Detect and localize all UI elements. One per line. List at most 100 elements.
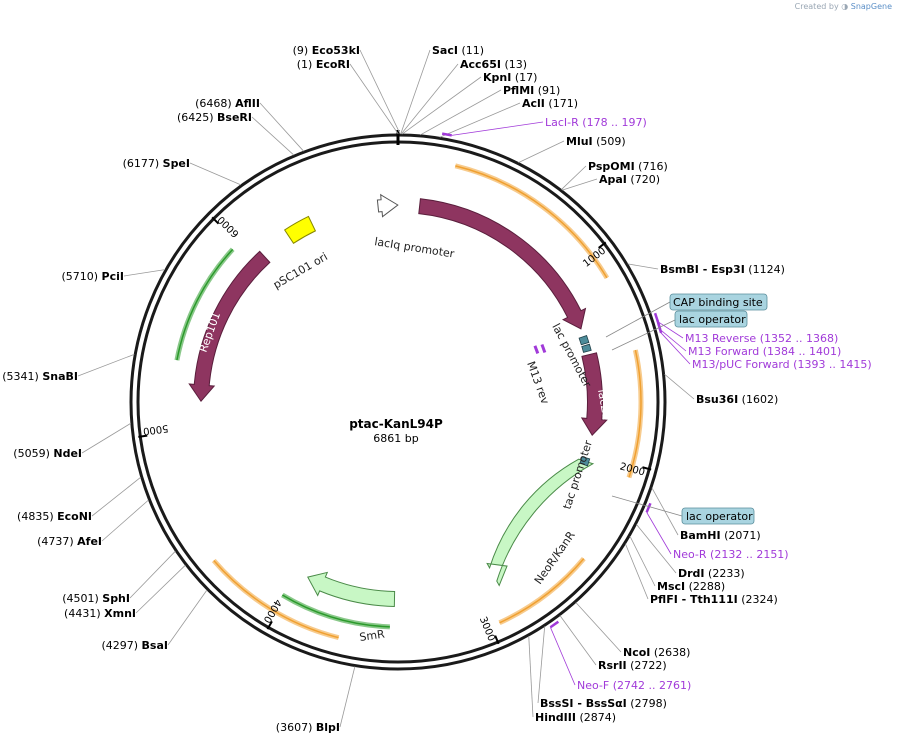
- enzyme-label: Bsu36I (1602): [696, 393, 778, 406]
- enzyme-label: HindIII (2874): [535, 711, 616, 724]
- credit-prefix: Created by: [794, 2, 839, 11]
- enzyme-ncoi[interactable]: NcoI (2638): [575, 602, 691, 659]
- tick-2000: [642, 466, 652, 471]
- enzyme-acli[interactable]: AclI (171): [439, 97, 578, 138]
- feature-smr[interactable]: [307, 571, 396, 607]
- primer-laci-r[interactable]: LacI-R (178 .. 197): [441, 116, 647, 137]
- enzyme-aflii[interactable]: (6468) AflII: [195, 97, 304, 152]
- primer-label: M13 Forward (1384 .. 1401): [688, 345, 841, 358]
- plasmid-length: 6861 bp: [373, 432, 418, 445]
- primer-leader: [657, 321, 684, 339]
- feature-psc101-ori[interactable]: [283, 215, 317, 245]
- enzyme-pos: (4431): [64, 607, 104, 620]
- enzyme-ecori[interactable]: (1) EcoRI: [297, 58, 399, 135]
- enzyme-label: PspOMI (716): [588, 160, 668, 173]
- enzyme-pos: (4835): [17, 510, 57, 523]
- enzyme-msci[interactable]: MscI (2288): [629, 536, 725, 593]
- enzyme-rsrii[interactable]: RsrII (2722): [559, 615, 667, 672]
- enzyme-pos: (6425): [177, 111, 217, 124]
- enzyme-bsu36i[interactable]: Bsu36I (1602): [664, 373, 779, 406]
- enzyme-pos: (2324): [738, 593, 778, 606]
- primer-neo-r[interactable]: Neo-R (2132 .. 2151): [645, 502, 789, 561]
- enzyme-bsmbi[interactable]: BsmBI - Esp3I (1124): [627, 263, 785, 276]
- orf-bsai-line: [213, 559, 339, 639]
- enzyme-pflmi[interactable]: PflMI (91): [420, 84, 560, 136]
- backbone-outer: [129, 133, 667, 671]
- enzyme-pos: (6177): [123, 157, 163, 170]
- enzyme-pos: (5059): [13, 447, 53, 460]
- enzyme-leader: [439, 102, 521, 138]
- enzyme-name: AfeI: [77, 535, 102, 548]
- enzyme-name: HindIII: [535, 711, 576, 724]
- lac-operator-box-2[interactable]: lac operator: [611, 495, 755, 525]
- enzyme-snabi[interactable]: (5341) SnaBI: [2, 353, 135, 383]
- feature-neor-kanr[interactable]: [486, 458, 595, 587]
- enzyme-name: MluI: [566, 135, 593, 148]
- primer-label: Neo-F (2742 .. 2761): [577, 679, 691, 692]
- enzyme-saci[interactable]: SacI (11): [400, 44, 484, 135]
- enzyme-label: PflFI - Tth111I (2324): [650, 593, 778, 606]
- primer-leader: [659, 329, 687, 352]
- enzyme-kpni[interactable]: KpnI (17): [401, 71, 537, 135]
- feature-smr-shape: [307, 571, 396, 607]
- enzyme-name: SacI: [432, 44, 458, 57]
- primer-m13-forward[interactable]: M13 Forward (1384 .. 1401): [656, 320, 842, 358]
- enzyme-label: (4737) AfeI: [37, 535, 102, 548]
- enzyme-pos: (4737): [37, 535, 77, 548]
- enzyme-pflfi[interactable]: PflFI - Tth111I (2324): [625, 543, 778, 606]
- enzyme-mlui[interactable]: MluI (509): [518, 135, 626, 163]
- enzyme-bsai[interactable]: (4297) BsaI: [101, 589, 208, 652]
- plasmid-name: ptac-KanL94P: [349, 417, 443, 431]
- enzyme-name: PflFI: [650, 593, 678, 606]
- enzyme-afei[interactable]: (4737) AfeI: [37, 499, 149, 548]
- tick-1000: [598, 241, 607, 249]
- enzyme-pos: (91): [534, 84, 560, 97]
- enzyme-name: PflMI: [503, 84, 534, 97]
- enzyme-ndei[interactable]: (5059) NdeI: [13, 422, 132, 460]
- psc101-ori-shape: [283, 215, 317, 245]
- primer-m13-puc-forward[interactable]: M13/pUC Forward (1393 .. 1415): [657, 322, 872, 371]
- enzyme-leader: [77, 353, 135, 377]
- enzyme-apai[interactable]: ApaI (720): [562, 173, 660, 191]
- enzyme-label: (6425) BseRI: [177, 111, 252, 124]
- enzyme-drdi[interactable]: DrdI (2233): [636, 524, 745, 580]
- lac-operator-box-1[interactable]: lac operator: [611, 310, 748, 351]
- enzyme-pspomi[interactable]: PspOMI (716): [561, 160, 668, 190]
- enzyme-spei[interactable]: (6177) SpeI: [123, 157, 242, 186]
- enzyme-xmni[interactable]: (4431) XmnI: [64, 564, 186, 620]
- enzyme-bsssi[interactable]: BssSI - BssSαI (2798): [537, 626, 667, 710]
- primer-neo-f[interactable]: Neo-F (2742 .. 2761): [549, 620, 691, 692]
- m13-rev-site[interactable]: [533, 343, 547, 354]
- feature-laci[interactable]: [418, 198, 587, 330]
- enzyme-label: (6177) SpeI: [123, 157, 190, 170]
- cap-binding-site-box[interactable]: CAP binding site: [605, 293, 768, 338]
- feature-rep101[interactable]: [188, 250, 271, 403]
- enzyme-bseri[interactable]: (6425) BseRI: [177, 111, 295, 156]
- feature-laciq-promoter[interactable]: [376, 193, 399, 218]
- feature-laciq-promoter-shape: [376, 193, 399, 218]
- orf-lacz-line: [628, 349, 642, 478]
- enzyme-leader: [664, 373, 695, 400]
- tick-label-2000: 2000: [619, 461, 646, 478]
- enzyme-name: Acc65I: [460, 58, 501, 71]
- enzyme-acc65i[interactable]: Acc65I (13): [400, 58, 527, 135]
- enzyme-label: MscI (2288): [657, 580, 725, 593]
- enzyme-sphi[interactable]: (4501) SphI: [62, 550, 176, 605]
- primer-name: LacI-R: [545, 116, 579, 129]
- psc101-ori-label: pSC101 ori: [271, 250, 330, 291]
- primer-m13-reverse[interactable]: M13 Reverse (1352 .. 1368): [653, 312, 838, 345]
- enzyme-pcii[interactable]: (5710) PciI: [61, 269, 166, 283]
- enzyme-pos: (1602): [738, 393, 778, 406]
- enzyme-eco53ki[interactable]: (9) Eco53kI: [293, 44, 401, 135]
- enzyme-econi[interactable]: (4835) EcoNI: [17, 476, 142, 523]
- enzyme-blpi[interactable]: (3607) BlpI: [276, 666, 356, 734]
- enzyme-pos: (509): [593, 135, 626, 148]
- enzyme-label: (5710) PciI: [61, 270, 124, 283]
- neor-kanr-label: NeoR/KanR: [532, 529, 578, 587]
- enzyme-name: SpeI: [163, 157, 190, 170]
- feature-lacz[interactable]: [580, 352, 608, 436]
- primer-name: M13/pUC Forward: [692, 358, 790, 371]
- enzyme-label: SacI (11): [432, 44, 484, 57]
- enzyme-hindiii[interactable]: HindIII (2874): [528, 635, 616, 724]
